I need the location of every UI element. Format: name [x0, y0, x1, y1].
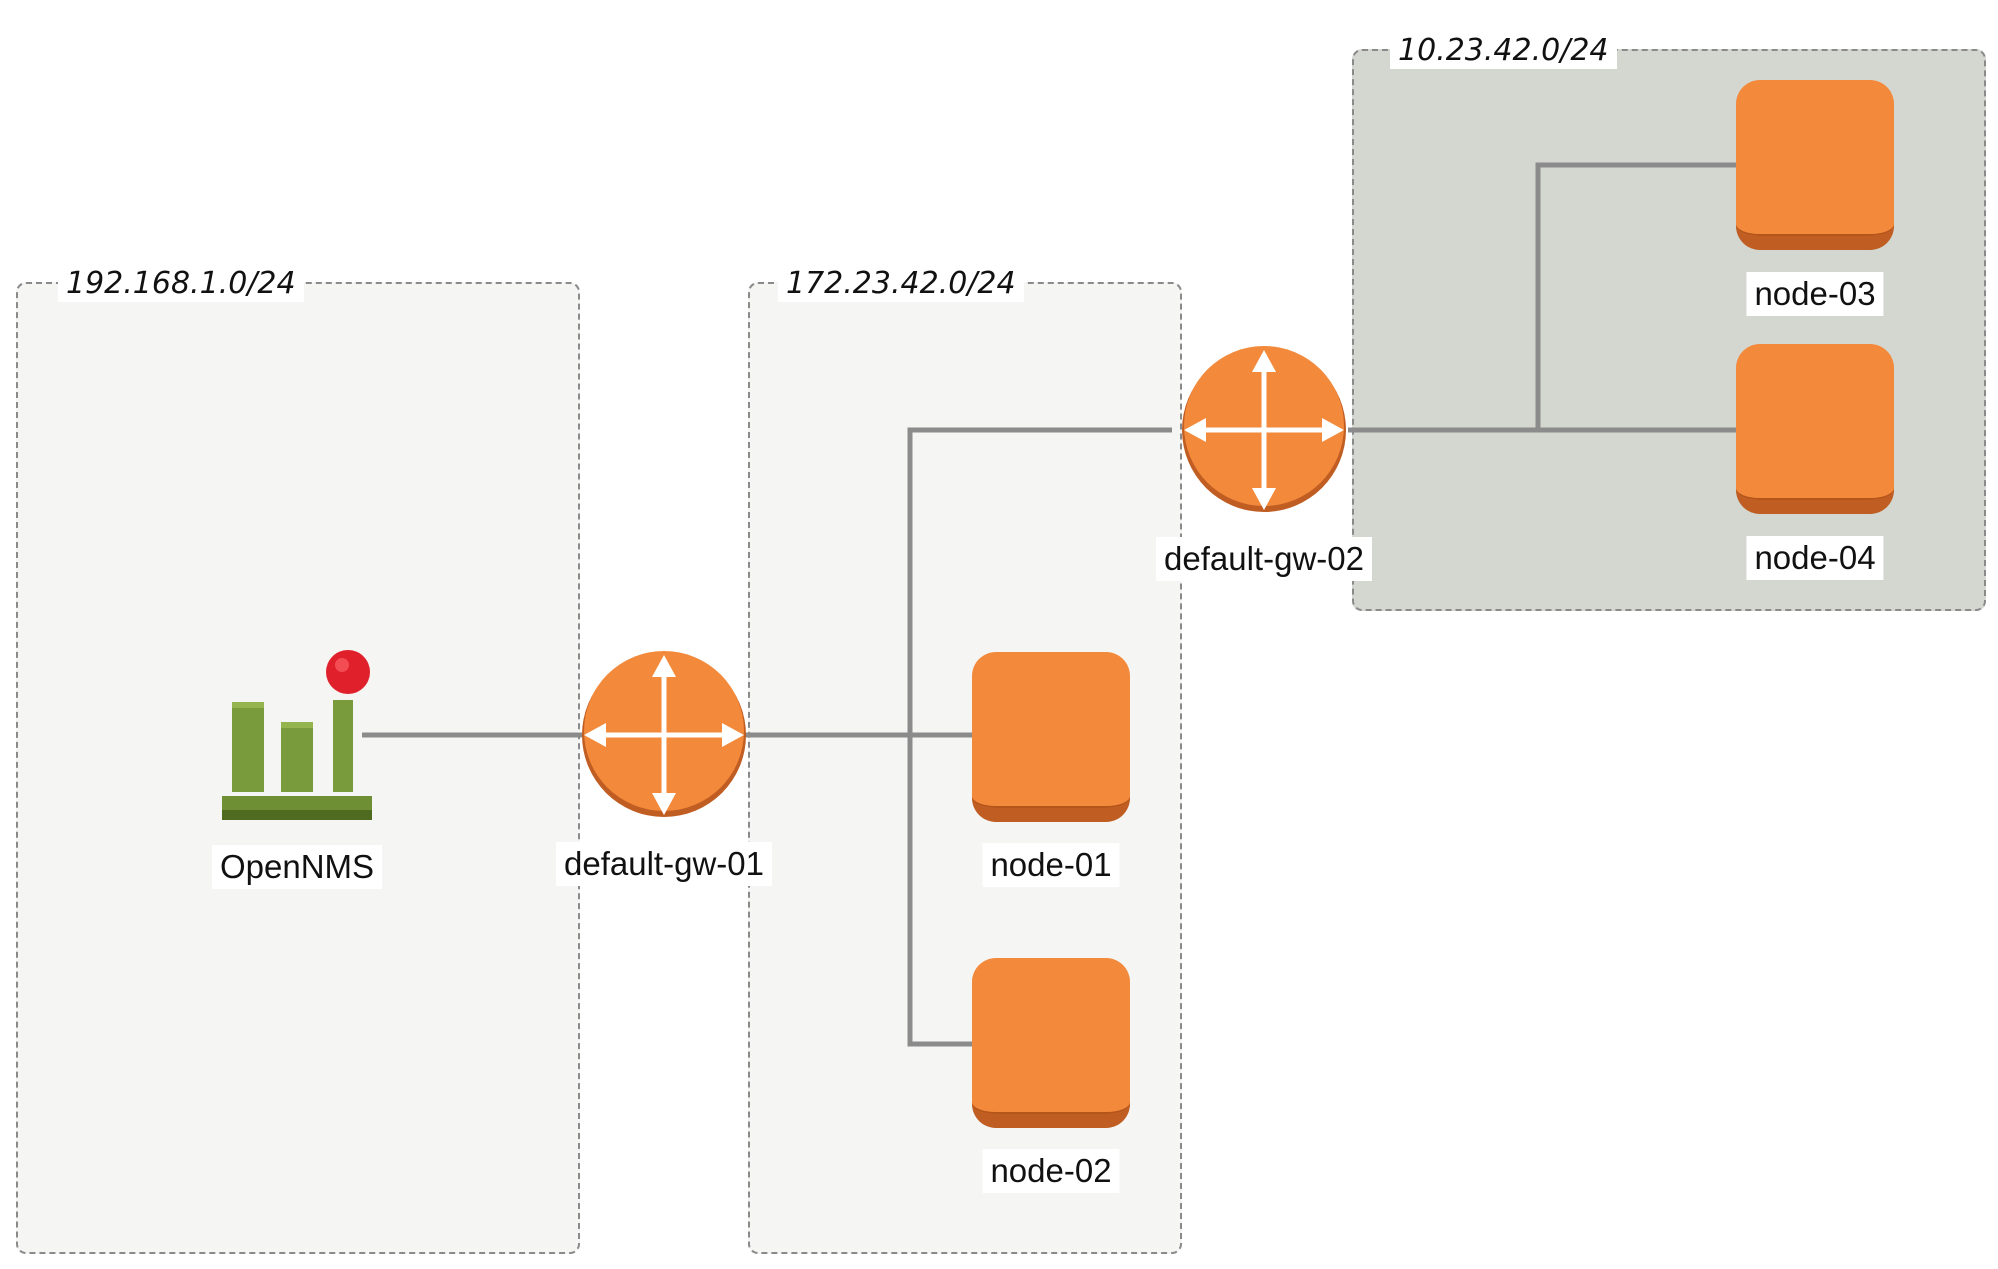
node-04-label: node-04	[1746, 536, 1884, 580]
opennms-device[interactable]	[222, 650, 372, 825]
alarm-status-icon	[326, 650, 370, 694]
router-default-gw-01[interactable]	[580, 651, 748, 819]
server-node-icon[interactable]	[972, 958, 1130, 1128]
server-node-icon[interactable]	[972, 652, 1130, 822]
server-node-icon[interactable]	[1736, 80, 1894, 250]
link-bus-node02	[907, 735, 972, 1047]
router-icon	[582, 651, 746, 817]
node-03-label: node-03	[1746, 272, 1884, 316]
node-02-label: node-02	[982, 1149, 1120, 1193]
subnet-label-192-168-1: 192.168.1.0/24	[58, 266, 304, 302]
subnet-label-10-23-42: 10.23.42.0/24	[1390, 33, 1617, 69]
node-01-label: node-01	[982, 843, 1120, 887]
router-default-gw-01-label: default-gw-01	[556, 842, 772, 886]
server-node-icon[interactable]	[1736, 344, 1894, 514]
router-default-gw-02[interactable]	[1180, 346, 1348, 514]
link-bus-node03	[1535, 162, 1736, 430]
router-default-gw-02-label: default-gw-02	[1156, 537, 1372, 581]
opennms-bar-chart-icon	[222, 650, 372, 820]
subnet-label-172-23-42: 172.23.42.0/24	[778, 266, 1024, 302]
link-bus-gw02	[907, 427, 1172, 735]
router-icon	[1182, 346, 1346, 512]
opennms-label: OpenNMS	[211, 845, 383, 889]
